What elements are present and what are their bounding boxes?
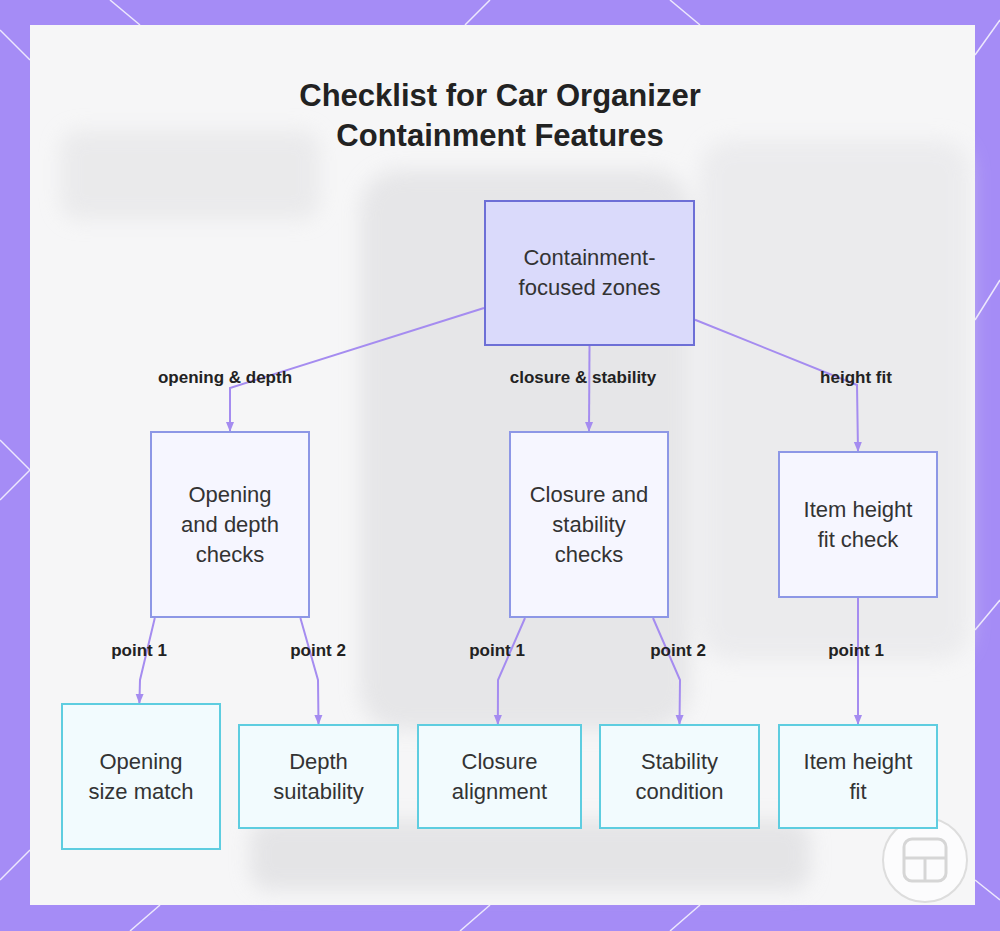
box-text: Closure alignment [437,747,562,807]
box-text: Opening and depth checks [170,480,290,570]
check-box: Stability condition [599,724,760,829]
connector-label: point 1 [111,641,167,661]
box-text: Item height fit [798,747,918,807]
check-box: Item height fit [778,724,938,829]
box-text: Opening size match [81,747,201,807]
check-box: Depth suitability [238,724,399,829]
box-text: Closure and stability checks [529,480,649,570]
check-box: Closure alignment [417,724,582,829]
connector-label: point 2 [650,641,706,661]
check-box: Opening size match [61,703,221,850]
category-box: Closure and stability checks [509,431,669,618]
root-box: Containment-focused zones [484,200,695,346]
box-text: Depth suitability [258,747,379,807]
connector-label: opening & depth [158,368,292,388]
category-box: Item height fit check [778,451,938,598]
connector-label: point 2 [290,641,346,661]
box-text: Stability condition [619,747,740,807]
connector-label: closure & stability [510,368,656,388]
connector-line [588,346,591,431]
connector-label: height fit [820,368,892,388]
connector-label: point 1 [828,641,884,661]
connector-label: point 1 [469,641,525,661]
connector-line [498,618,525,724]
box-text: Containment-focused zones [504,243,675,303]
blurred-photo [60,130,970,890]
content-panel [30,25,975,905]
box-text: Item height fit check [798,495,918,555]
logo-badge [883,818,967,902]
connector-line [139,618,154,703]
connector-line [300,618,318,724]
diagram-title: Checklist for Car Organizer Containment … [265,76,735,156]
connector-line [653,618,680,724]
category-box: Opening and depth checks [150,431,310,618]
connector-line [857,598,859,724]
